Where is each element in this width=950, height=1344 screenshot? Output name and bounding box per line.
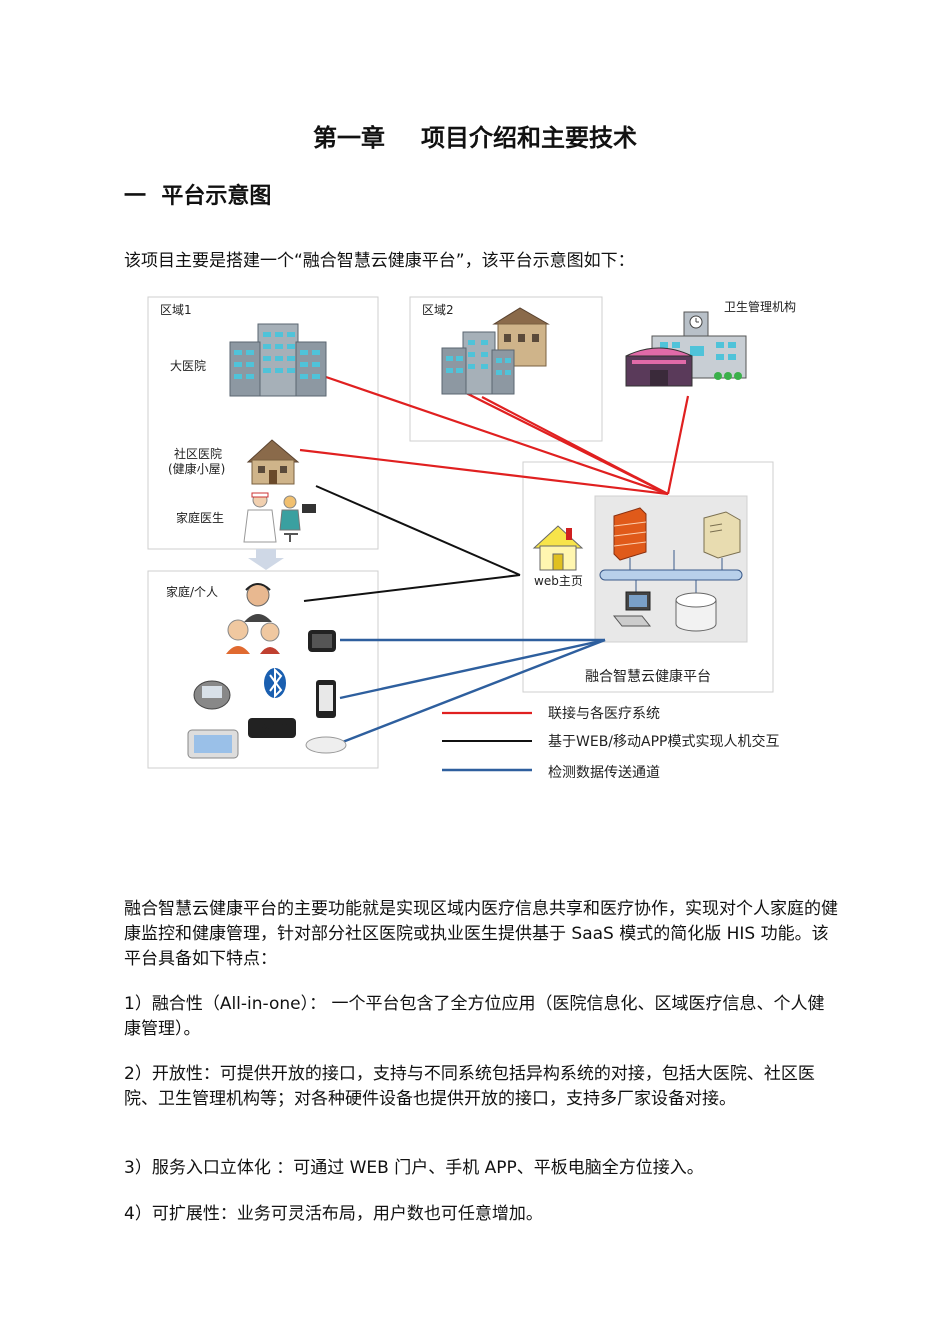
workstation-icon: [612, 591, 652, 627]
feature-item-4: 4）可扩展性：业务可灵活布局，用户数也可任意增加。: [124, 1204, 543, 1224]
community-hospital-sub: (健康小屋): [168, 461, 225, 476]
glucose-meter-icon: [193, 680, 231, 710]
intro-text: 该项目主要是搭建一个“融合智慧云健康平台”，该平台示意图如下：: [124, 251, 635, 271]
firewall-icon: [613, 507, 647, 561]
legend-label-blue: 检测数据传送通道: [548, 765, 660, 781]
platform-label: 融合智慧云健康平台: [585, 668, 711, 685]
region2-buildings-icon: [441, 307, 550, 395]
chapter-name: 项目介绍和主要技术: [421, 124, 637, 152]
feature-item-1: 1）融合性（All-in-one）： 一个平台包含了全方位应用（医院信息化、区域…: [124, 994, 825, 1039]
wifi-icon: WiFi: [248, 718, 296, 738]
legend-label-red: 联接与各医疗系统: [548, 705, 660, 722]
big-hospital-label: 大医院: [170, 359, 206, 373]
down-arrow-icon: [248, 549, 284, 570]
section-name: 平台示意图: [161, 184, 272, 209]
platform-diagram: WiFi 区域1 大医院 社区医院 (健康小屋) 家庭医生 区域2 卫生管理机构…: [147, 296, 796, 781]
chapter-number: 第一章: [313, 124, 385, 152]
elderly-couple-icon: [226, 619, 280, 654]
tablet-device-icon: [187, 729, 239, 759]
region1-label: 区域1: [160, 303, 192, 317]
health-agency-label: 卫生管理机构: [724, 299, 796, 314]
community-hospital-icon: [246, 439, 300, 485]
chapter-title: 第一章 项目介绍和主要技术: [0, 118, 950, 153]
bluetooth-icon: [264, 667, 286, 699]
network-bus-icon: [599, 550, 743, 594]
community-hospital-label: 社区医院: [174, 446, 222, 461]
wifi-text: WiFi: [256, 722, 288, 737]
big-hospital-icon: [229, 323, 327, 397]
family-doctor-label: 家庭医生: [176, 510, 224, 525]
web-home-label: web主页: [534, 574, 583, 588]
family-doctor-icon: [243, 492, 316, 543]
health-agency-icon: [625, 311, 747, 387]
mobile-phone-icon: [316, 680, 336, 718]
region2-label: 区域2: [422, 303, 454, 317]
blue-connection-lines: [339, 638, 606, 745]
section-number: 一: [124, 184, 147, 209]
legend-label-black: 基于WEB/移动APP模式实现人机交互: [548, 733, 779, 750]
section-title: 一 平台示意图: [124, 178, 271, 210]
web-home-icon: [532, 525, 584, 571]
smartwatch-icon: [308, 630, 336, 652]
red-connection-lines: [299, 375, 690, 496]
feature-item-3: 3）服务入口立体化 ：可通过 WEB 门户、手机 APP、平板电脑全方位接入。: [124, 1158, 704, 1178]
router-icon: [305, 736, 347, 754]
database-icon: [675, 592, 717, 632]
black-connection-lines: [303, 485, 521, 602]
family-label: 家庭/个人: [166, 584, 218, 599]
server-icon: [703, 511, 741, 559]
legend: 联接与各医疗系统 基于WEB/移动APP模式实现人机交互 检测数据传送通道: [442, 705, 779, 781]
body-paragraph-1: 融合智慧云健康平台的主要功能就是实现区域内医疗信息共享和医疗协作，实现对个人家庭…: [124, 899, 838, 969]
family-person-icon: [244, 583, 272, 622]
feature-item-2: 2）开放性：可提供开放的接口，支持与不同系统包括异构系统的对接，包括大医院、社区…: [124, 1064, 815, 1109]
